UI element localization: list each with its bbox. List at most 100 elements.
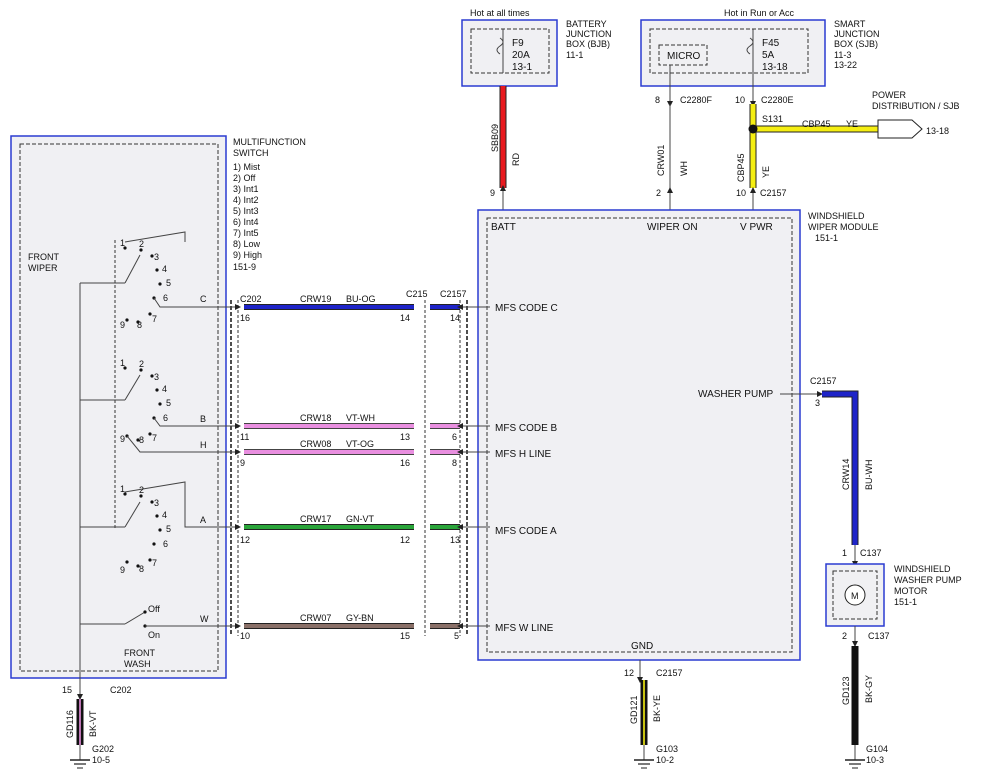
bjb-header: Hot at all times [470, 8, 530, 18]
bjb-title-4: 11-1 [566, 50, 583, 60]
sw-c-pin4: 4 [162, 264, 167, 274]
pin-2: 2 [656, 188, 661, 198]
sjb-title-3: BOX (SJB) [834, 39, 878, 49]
wire-crw14: C2157 3 CRW14 BU-WH 1 C137 [780, 376, 882, 567]
sw-c-pin6: 6 [163, 293, 168, 303]
pin-m2: 2 [842, 631, 847, 641]
sw-c-pin5: 5 [166, 278, 171, 288]
battery-junction-box: Hot at all times F9 20A 13-1 BATTERY JUN… [461, 8, 612, 87]
wire-crw18: CRW18 VT-WH 11 13 6 [226, 413, 490, 442]
pin-w15: 15 [400, 631, 410, 641]
bjb-ref: 13-1 [512, 62, 532, 73]
pin-g15: 15 [62, 685, 72, 695]
wire-crw07: CRW07 GY-BN 10 15 5 [226, 613, 490, 641]
cbp45-color: YE [761, 166, 771, 178]
pin-b13: 13 [400, 432, 410, 442]
module-mfs-w: MFS W LINE [495, 623, 554, 634]
conn-c137-bot: C137 [868, 631, 890, 641]
sw-b-pin5: 5 [166, 398, 171, 408]
sw-c-pin9: 9 [120, 320, 125, 330]
conn-c2157-wp: C2157 [810, 376, 837, 386]
pd-ref: 13-18 [926, 126, 949, 136]
conn-c215: C215 [406, 289, 428, 299]
motor-icon [844, 584, 866, 606]
pin-wp3: 3 [815, 398, 820, 408]
washer-pump-motor: M WINDSHIELD WASHER PUMP MOTOR 151-1 [825, 563, 962, 627]
bjb-title-3: BOX (BJB) [566, 39, 610, 49]
sw-c-pin8: 8 [137, 320, 142, 330]
sw-b-pin3: 3 [154, 372, 159, 382]
front-wiper-2: WIPER [28, 263, 58, 273]
motor-title-1: WINDSHIELD [894, 564, 951, 574]
g202-ref: 10-5 [92, 755, 110, 765]
conn-c2280e: C2280E [761, 95, 794, 105]
sw-b-pin9: 9 [120, 434, 125, 444]
crw08-circuit: CRW08 [300, 439, 331, 449]
sw-a-pin7: 7 [152, 558, 157, 568]
pin-10b: 10 [736, 188, 746, 198]
cbp45h-circuit: CBP45 [802, 119, 831, 129]
mfs-title-2: SWITCH [233, 148, 269, 158]
pd-title-1: POWER [872, 90, 907, 100]
sjb-amps: 5A [762, 50, 775, 61]
conn-c2157-top: C2157 [760, 188, 787, 198]
crw07-color: GY-BN [346, 613, 374, 623]
pin-h16: 16 [400, 458, 410, 468]
sw-a-pin8: 8 [139, 564, 144, 574]
pin-a12: 12 [240, 535, 250, 545]
g104-id: G104 [866, 744, 888, 754]
pin-9: 9 [490, 188, 495, 198]
pin-c16: 16 [240, 313, 250, 323]
crw17-color: GN-VT [346, 514, 375, 524]
module-mfs-c: MFS CODE C [495, 303, 558, 314]
line-letter-w: W [200, 614, 209, 624]
crw08-color: VT-OG [346, 439, 374, 449]
gd116-color: BK-VT [88, 710, 98, 737]
line-letter-h: H [200, 440, 207, 450]
mfs-pos-3: 3) Int1 [233, 184, 259, 194]
line-letter-c: C [200, 294, 207, 304]
sw-b-pin1: 1 [120, 358, 125, 368]
multifunction-switch: MULTIFUNCTION SWITCH 1) Mist 2) Off 3) I… [10, 135, 306, 695]
conn-c202-c: C202 [240, 294, 262, 304]
conn-c2280f: C2280F [680, 95, 713, 105]
bjb-amps: 20A [512, 50, 530, 61]
sw-a-pin1: 1 [120, 484, 125, 494]
pin-a13: 13 [450, 535, 460, 545]
wire-gd123: 2 C137 GD123 BK-GY G104 10-3 [841, 626, 890, 769]
sw-b-pin8: 8 [139, 435, 144, 445]
gd123-color: BK-GY [864, 675, 874, 703]
motor-symbol: M [851, 591, 859, 601]
sw-c-pin2: 2 [139, 239, 144, 249]
crw07-circuit: CRW07 [300, 613, 331, 623]
conn-c202-gnd: C202 [110, 685, 132, 695]
module-gnd: GND [631, 641, 653, 652]
power-distribution-arrow: 13-18 POWER DISTRIBUTION / SJB [872, 90, 960, 139]
gd121-circuit: GD121 [629, 695, 639, 724]
splice-dot [748, 124, 758, 134]
pin-8: 8 [655, 95, 660, 105]
sw-b-pin7: 7 [152, 433, 157, 443]
pin-c14a: 14 [400, 313, 410, 323]
conn-c137-top: C137 [860, 548, 882, 558]
front-wash-1: FRONT [124, 648, 155, 658]
sjb-micro: MICRO [667, 51, 701, 62]
mfs-pos-9: 9) High [233, 250, 262, 260]
wire-cbp45: S131 CBP45 YE CBP45 YE 10 C2157 [736, 104, 878, 210]
pin-b6: 6 [452, 432, 457, 442]
motor-title-2: WASHER PUMP [894, 575, 962, 585]
pin-a12b: 12 [400, 535, 410, 545]
cbp45h-color: YE [846, 119, 858, 129]
sw-b-pin6: 6 [163, 413, 168, 423]
mfs-pos-6: 6) Int4 [233, 217, 259, 227]
wire-crw08: CRW08 VT-OG 9 16 8 [226, 439, 490, 468]
pin-c14b: 14 [450, 313, 460, 323]
mfs-title-1: MULTIFUNCTION [233, 137, 306, 147]
sjb-ref: 13-18 [762, 62, 788, 73]
crw19-color: BU-OG [346, 294, 376, 304]
gd121-color: BK-YE [652, 695, 662, 722]
wire-crw01: CRW01 WH 2 [656, 104, 689, 210]
bjb-title-2: JUNCTION [566, 29, 612, 39]
sw-c-pin3: 3 [154, 252, 159, 262]
